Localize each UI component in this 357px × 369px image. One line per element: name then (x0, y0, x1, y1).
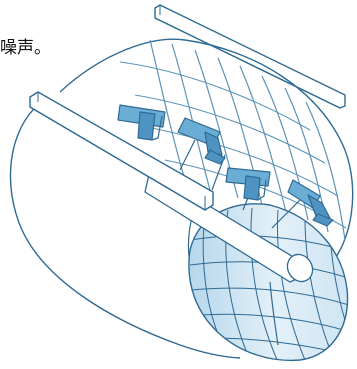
scraper-blade-4 (287, 179, 334, 227)
scraper-blade-1 (117, 104, 166, 141)
scraper-blade-2 (177, 117, 226, 165)
scraper-blade-3 (225, 167, 271, 201)
top-rail (154, 4, 346, 109)
caption-text: 噪声。 (0, 38, 51, 58)
front-rail (29, 91, 214, 211)
scraper-blade-icon (117, 104, 334, 227)
